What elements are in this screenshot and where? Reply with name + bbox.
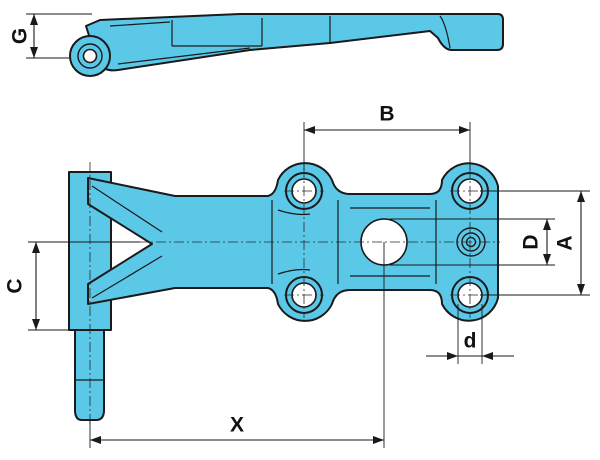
- dimension-label-d: D: [520, 234, 543, 249]
- dimension-b: B: [303, 103, 471, 170]
- center-lines: [89, 162, 500, 426]
- dimension-g: G: [9, 13, 92, 59]
- side-view-pin-hole: [82, 48, 98, 64]
- dimension-label-x: X: [230, 414, 244, 437]
- hinge-pin: [74, 329, 105, 421]
- dimension-label-c: C: [4, 278, 27, 293]
- dimension-small-d: d: [426, 304, 514, 364]
- side-view-arm: [85, 13, 504, 72]
- dimension-label-g: G: [9, 28, 32, 44]
- dimension-a: A: [480, 190, 590, 296]
- dimension-x: X: [89, 242, 385, 448]
- dimension-c: C: [4, 241, 140, 331]
- dimension-label-b: B: [379, 103, 394, 126]
- dimension-label-a: A: [554, 235, 577, 250]
- dimension-d: D: [390, 218, 555, 266]
- dimension-label-small-d: d: [464, 330, 477, 353]
- top-view: [68, 162, 500, 426]
- side-view-pin-ring: [77, 43, 103, 69]
- hinge-plate: [87, 162, 499, 322]
- side-view: G: [9, 13, 504, 77]
- side-view-step-line: [171, 15, 451, 49]
